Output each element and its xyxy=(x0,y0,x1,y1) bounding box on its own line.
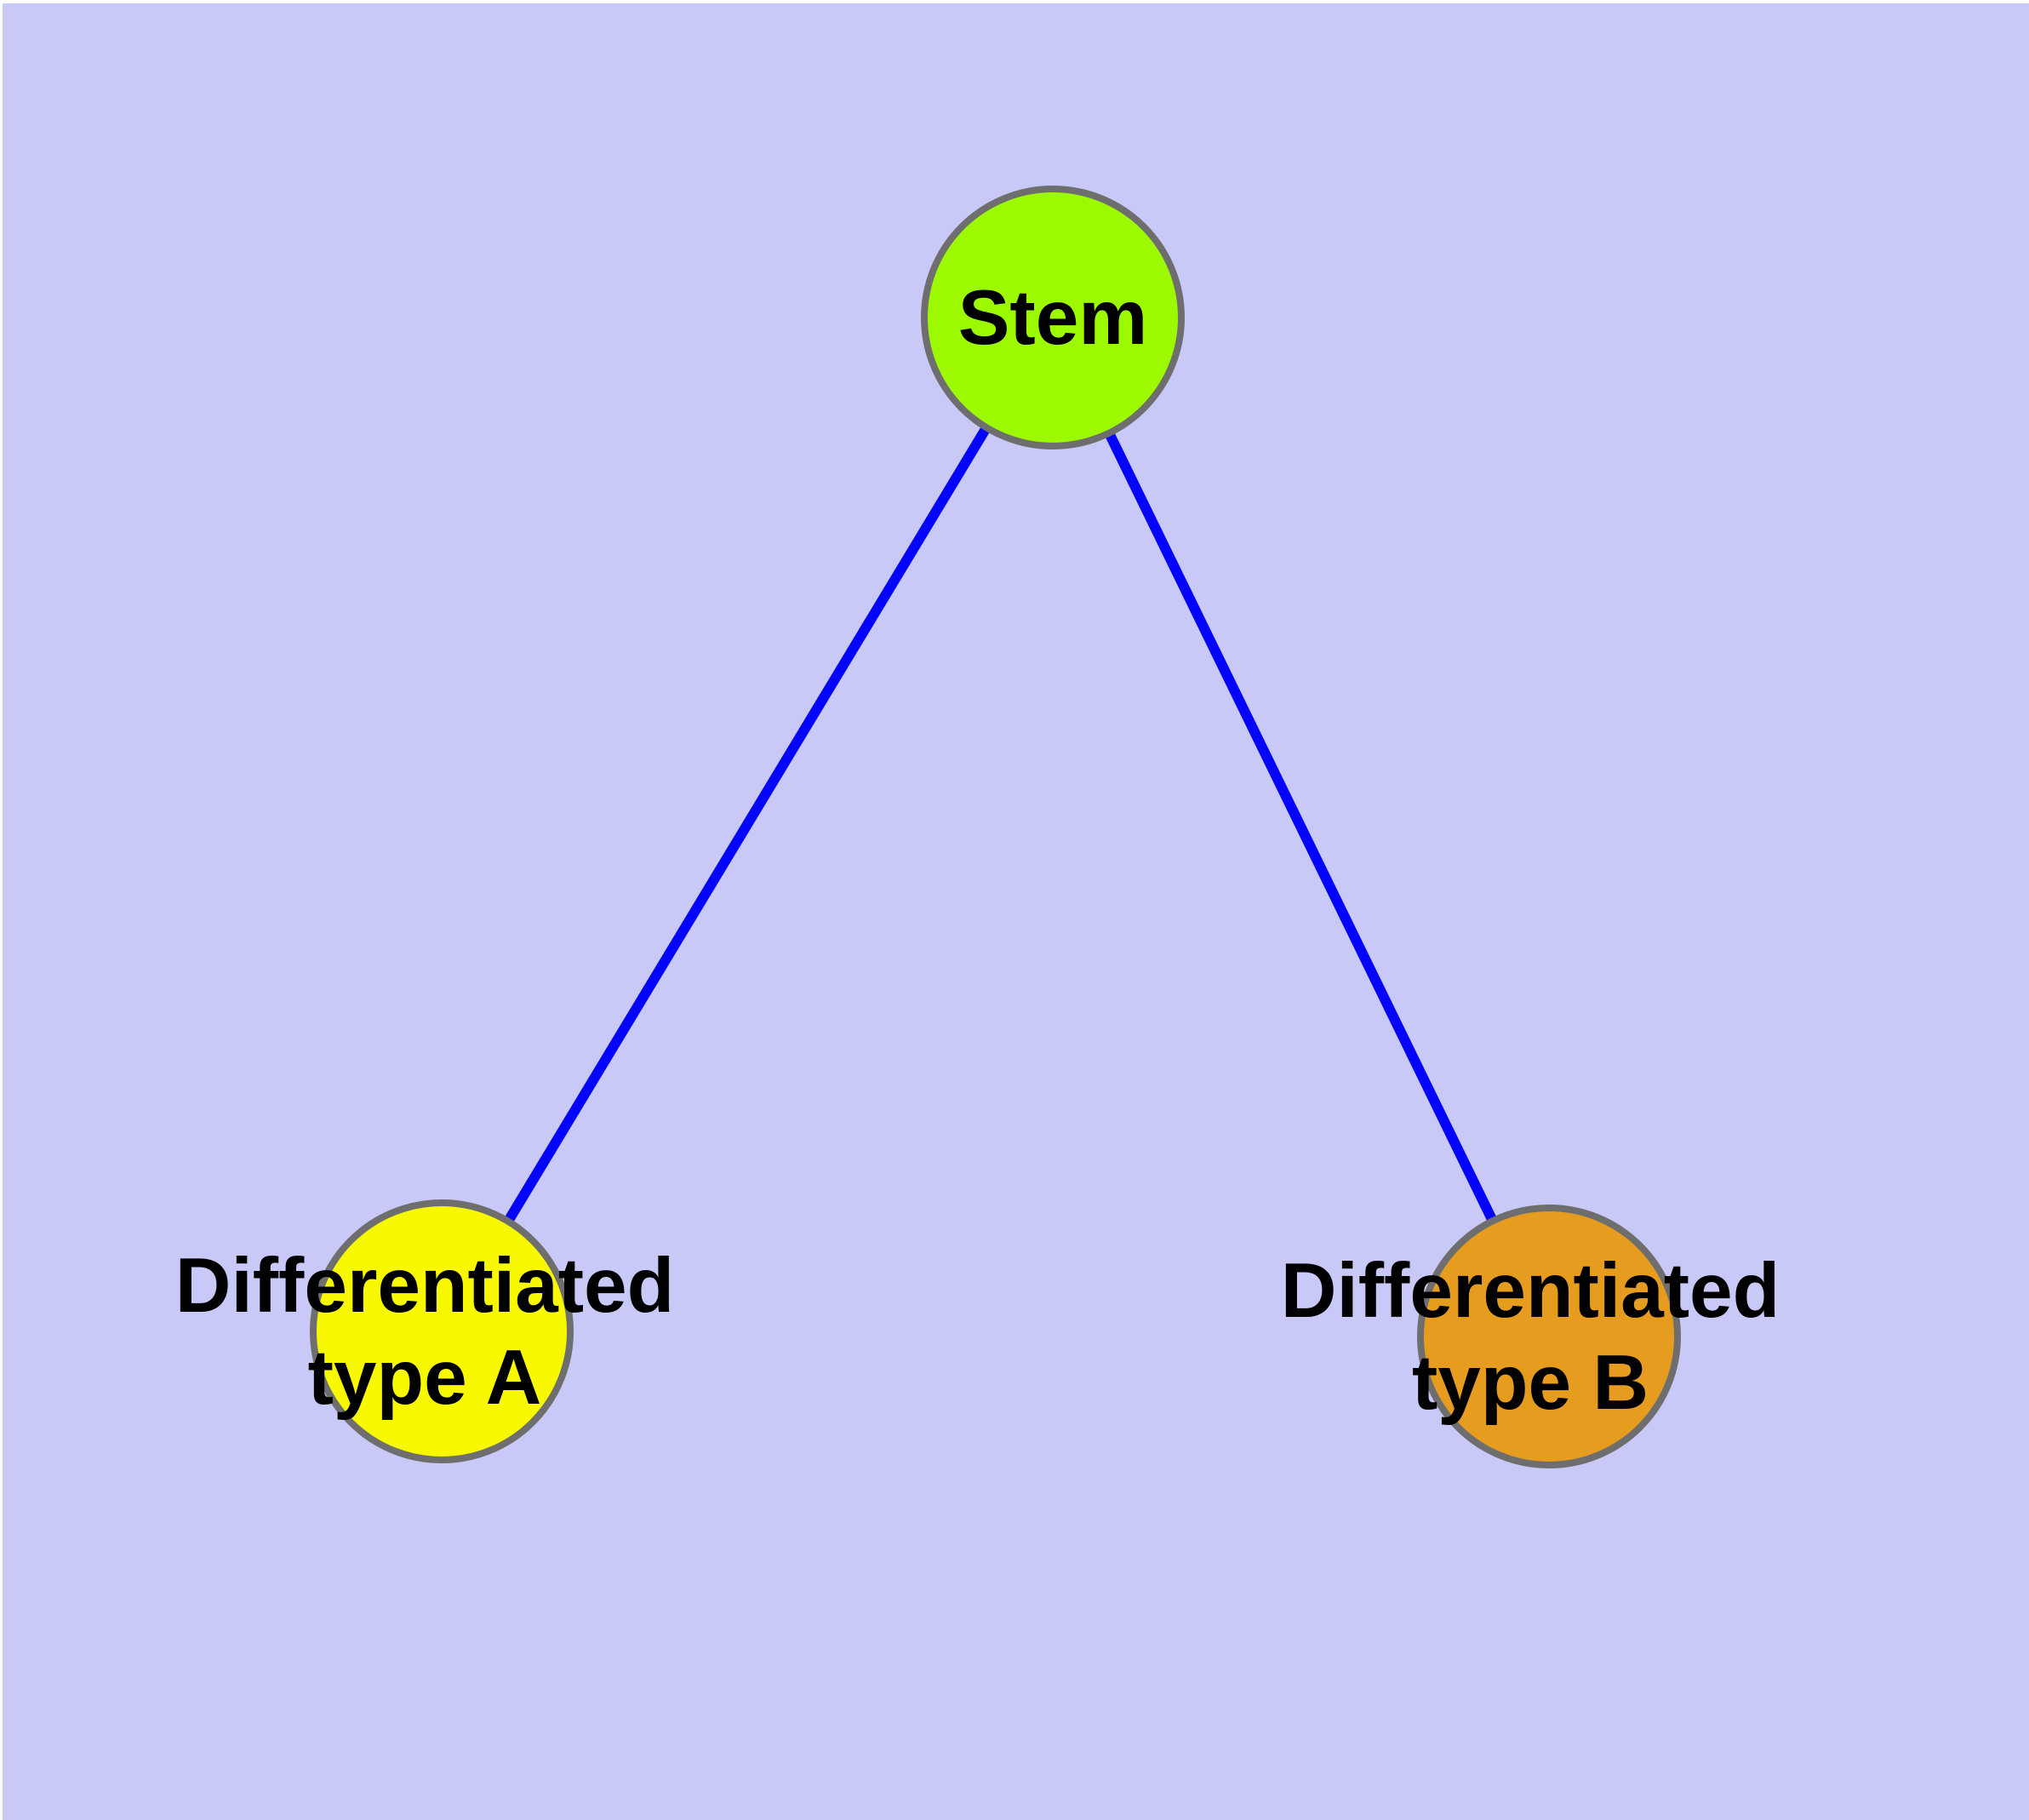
edge-stem-to-differentiated-type-b xyxy=(1048,315,1554,1339)
node-differentiated-type-a-label-line: Differentiated xyxy=(175,1243,675,1329)
node-differentiated-type-a-circle xyxy=(310,1199,574,1463)
edge-stem-to-differentiated-type-a xyxy=(437,314,1058,1335)
node-differentiated-type-b-circle xyxy=(1417,1205,1681,1468)
node-stem-circle xyxy=(921,186,1185,449)
node-differentiated-type-a-label-line: type A xyxy=(308,1335,542,1421)
node-stem-label: Stem xyxy=(958,275,1148,361)
node-stem-label-line: Stem xyxy=(958,275,1148,361)
node-differentiated-type-b-label-line: Differentiated xyxy=(1281,1248,1780,1334)
node-differentiated-type-b-label-line: type B xyxy=(1412,1340,1649,1426)
